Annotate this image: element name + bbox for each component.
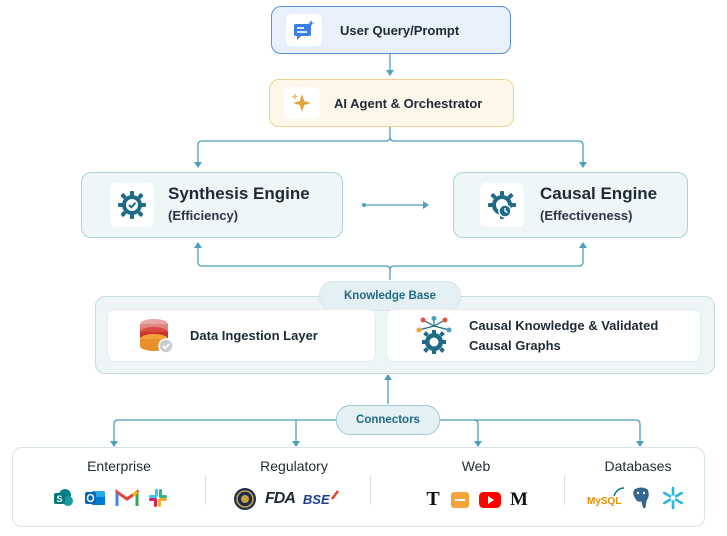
causal-engine-title: Causal Engine [540, 184, 658, 203]
database-icon [136, 316, 176, 356]
user-query-node[interactable]: User Query/Prompt [271, 6, 511, 54]
nytimes-icon[interactable]: T [426, 488, 440, 510]
web-logos: T M [424, 488, 528, 511]
sparkle-icon [284, 87, 320, 119]
causal-graphs-node[interactable]: Causal Knowledge & Validated Causal Grap… [386, 309, 701, 362]
gmail-icon[interactable] [115, 489, 139, 507]
causal-engine-subtitle: (Effectiveness) [540, 208, 633, 223]
bse-logo[interactable]: BSE [302, 490, 339, 507]
data-sources-panel [12, 447, 705, 527]
divider [564, 475, 565, 505]
synthesis-engine-node[interactable]: Synthesis Engine (Efficiency) [81, 172, 343, 238]
snowflake-icon[interactable] [661, 486, 685, 510]
causal-graphs-label-line2: Causal Graphs [469, 337, 561, 353]
databases-label: Databases [604, 458, 672, 474]
web-label: Web [461, 458, 491, 474]
sec-seal-icon[interactable] [233, 487, 257, 511]
fda-logo[interactable]: FDA [265, 490, 296, 507]
chat-prompt-icon [286, 14, 322, 46]
svg-text:S: S [56, 494, 62, 504]
user-query-label: User Query/Prompt [340, 22, 460, 38]
divider [370, 475, 371, 505]
medium-icon[interactable]: M [510, 488, 528, 510]
divider [205, 475, 206, 505]
causal-graphs-label-line1: Causal Knowledge & Validated [469, 317, 659, 333]
mysql-logo-text: MySQL [587, 495, 622, 507]
database-logos: MySQL [587, 485, 685, 511]
enterprise-label: Enterprise [87, 458, 151, 474]
synthesis-engine-subtitle: (Efficiency) [168, 208, 239, 223]
enterprise-logos: S [53, 488, 168, 508]
connectors-label[interactable]: Connectors [336, 405, 440, 435]
bse-logo-text: BSE [302, 491, 330, 507]
synthesis-engine-title: Synthesis Engine [168, 184, 310, 203]
causal-graph-icon [413, 315, 455, 356]
ai-agent-node[interactable]: AI Agent & Orchestrator [269, 79, 514, 127]
ai-agent-label: AI Agent & Orchestrator [334, 95, 483, 111]
postgresql-icon[interactable] [629, 485, 653, 511]
news-icon[interactable] [450, 491, 470, 509]
regulatory-label: Regulatory [260, 458, 328, 474]
mysql-logo[interactable]: MySQL [587, 486, 625, 510]
outlook-icon[interactable] [84, 488, 106, 508]
knowledge-base-label[interactable]: Knowledge Base [319, 281, 461, 311]
slack-icon[interactable] [148, 488, 168, 508]
data-ingestion-node[interactable]: Data Ingestion Layer [107, 309, 376, 362]
data-ingestion-label: Data Ingestion Layer [190, 328, 318, 343]
causal-engine-node[interactable]: Causal Engine (Effectiveness) [453, 172, 688, 238]
gear-check-icon [110, 183, 154, 227]
youtube-icon[interactable] [478, 491, 502, 509]
regulatory-logos: FDA BSE [233, 487, 339, 511]
gear-clock-icon [480, 183, 524, 227]
sharepoint-icon[interactable]: S [53, 488, 75, 508]
